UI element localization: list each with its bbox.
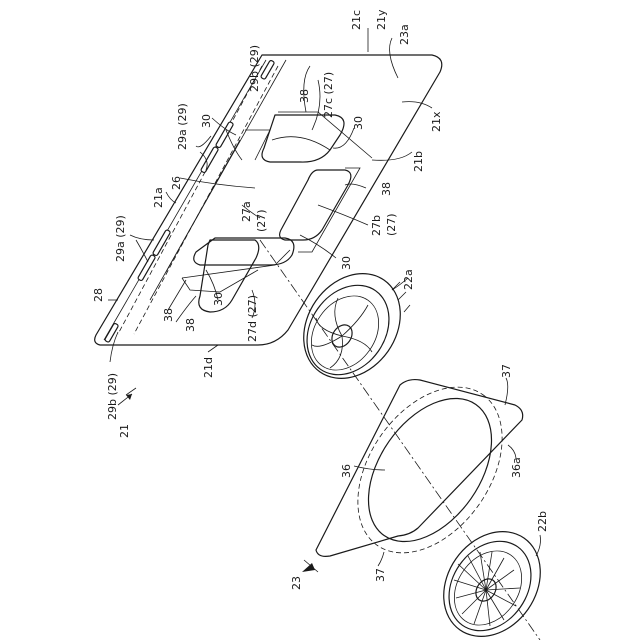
label-21a: 21a (152, 187, 165, 208)
label-36a: 36a (510, 457, 523, 478)
label-29b-bot: 29b (29) (106, 373, 119, 420)
label-27b-paren: (27) (385, 213, 398, 236)
label-38-d: 38 (184, 318, 197, 332)
label-27a: 27a (240, 201, 253, 222)
label-38-b: 38 (380, 182, 393, 196)
label-37-a: 37 (500, 364, 513, 378)
label-29a-top: 29a (29) (176, 103, 189, 150)
label-21x: 21x (430, 111, 443, 132)
band-26 (166, 140, 240, 272)
label-21b: 21b (412, 151, 425, 172)
label-38-a: 38 (298, 89, 311, 103)
label-21y: 21y (375, 9, 388, 30)
label-37-b: 37 (374, 568, 387, 582)
label-21c: 21c (350, 10, 363, 30)
label-21: 21 (118, 424, 131, 438)
arrowhead-21 (126, 394, 132, 400)
fold-line-outer (118, 66, 262, 334)
label-29a-left: 29a (29) (114, 215, 127, 262)
label-21d: 21d (202, 357, 215, 378)
label-27c: 27c (27) (322, 72, 335, 118)
label-30-d: 30 (212, 292, 225, 306)
label-27a-paren: (27) (255, 209, 268, 232)
reference-labels: 21c 21y 23a 29b (29) 38 27c (27) 21x 30 … (92, 9, 549, 590)
label-29b-top: 29b (29) (248, 45, 261, 92)
label-28: 28 (92, 288, 105, 302)
label-27d: 27d (27) (246, 295, 259, 342)
label-22b: 22b (536, 511, 549, 532)
label-38-c: 38 (162, 308, 175, 322)
label-30-c: 30 (340, 256, 353, 270)
label-23: 23 (290, 576, 303, 590)
fan-22a (284, 255, 420, 397)
label-30-a: 30 (200, 114, 213, 128)
label-30-b: 30 (352, 116, 365, 130)
label-23a: 23a (398, 24, 411, 45)
label-22a: 22a (402, 269, 415, 290)
sheet-21 (95, 55, 442, 345)
label-27b: 27b (370, 215, 383, 236)
label-26: 26 (170, 176, 183, 190)
label-36: 36 (340, 464, 353, 478)
